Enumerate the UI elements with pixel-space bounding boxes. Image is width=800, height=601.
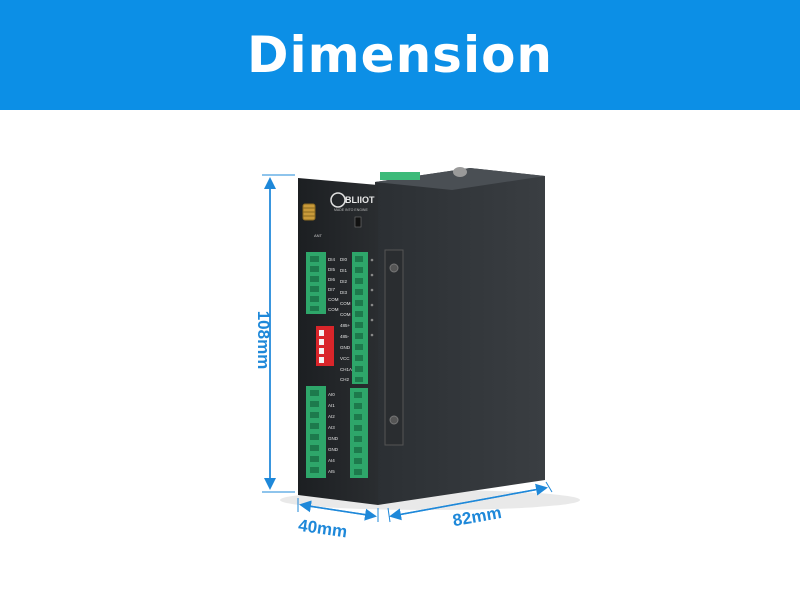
svg-text:485+: 485+	[340, 323, 351, 328]
mode-switch	[354, 216, 362, 228]
svg-text:AI1: AI1	[328, 403, 335, 408]
svg-text:ANT: ANT	[314, 233, 323, 238]
svg-text:VCC: VCC	[340, 356, 350, 361]
page-title: Dimension	[246, 26, 554, 84]
svg-text:DI0: DI0	[340, 257, 348, 262]
svg-text:DI7: DI7	[328, 287, 336, 292]
product-illustration: BLIIOT MADE INTO ENGINE ANT	[254, 167, 580, 542]
svg-text:COM: COM	[328, 307, 339, 312]
dimension-height: 108mm	[254, 174, 295, 493]
svg-text:CH1A: CH1A	[340, 367, 352, 372]
header-banner: Dimension	[0, 0, 800, 110]
svg-text:AI3: AI3	[328, 425, 335, 430]
svg-text:COM: COM	[340, 312, 351, 317]
svg-text:BLIIOT: BLIIOT	[345, 195, 375, 205]
svg-text:DI4: DI4	[328, 257, 336, 262]
svg-text:108mm: 108mm	[254, 311, 273, 370]
svg-text:AI2: AI2	[328, 414, 335, 419]
svg-text:DI2: DI2	[340, 279, 348, 284]
svg-text:GND: GND	[328, 436, 339, 441]
product-stage: BLIIOT MADE INTO ENGINE ANT	[0, 110, 800, 596]
svg-text:AI0: AI0	[328, 392, 335, 397]
svg-text:COM: COM	[328, 297, 339, 302]
svg-text:MADE INTO ENGINE: MADE INTO ENGINE	[334, 208, 368, 212]
svg-text:GND: GND	[340, 345, 351, 350]
terminal-block-left	[306, 252, 326, 314]
svg-text:AI5: AI5	[328, 469, 335, 474]
terminal-labels: DI4 DI5 DI6 DI7 COM COM DI0 DI1 DI2 DI3 …	[328, 257, 352, 474]
device-side-panel	[375, 167, 545, 505]
dip-switch	[316, 326, 334, 366]
brand-logo: BLIIOT MADE INTO ENGINE	[330, 192, 375, 212]
svg-text:DI6: DI6	[328, 277, 336, 282]
svg-text:CH2: CH2	[340, 377, 349, 382]
antenna-connector: ANT	[302, 203, 323, 238]
svg-text:DI1: DI1	[340, 268, 348, 273]
svg-text:DI3: DI3	[340, 290, 348, 295]
terminal-block-lower-left	[306, 386, 326, 478]
svg-text:40mm: 40mm	[297, 516, 348, 542]
svg-text:GND: GND	[328, 447, 339, 452]
status-leds	[370, 258, 374, 337]
svg-text:DI5: DI5	[328, 267, 336, 272]
svg-text:AI4: AI4	[328, 458, 335, 463]
svg-text:COM: COM	[340, 301, 351, 306]
terminal-block-middle	[352, 252, 368, 384]
device-front-panel: BLIIOT MADE INTO ENGINE ANT	[298, 178, 378, 505]
svg-text:485-: 485-	[340, 334, 350, 339]
terminal-block-lower-right	[350, 388, 368, 478]
